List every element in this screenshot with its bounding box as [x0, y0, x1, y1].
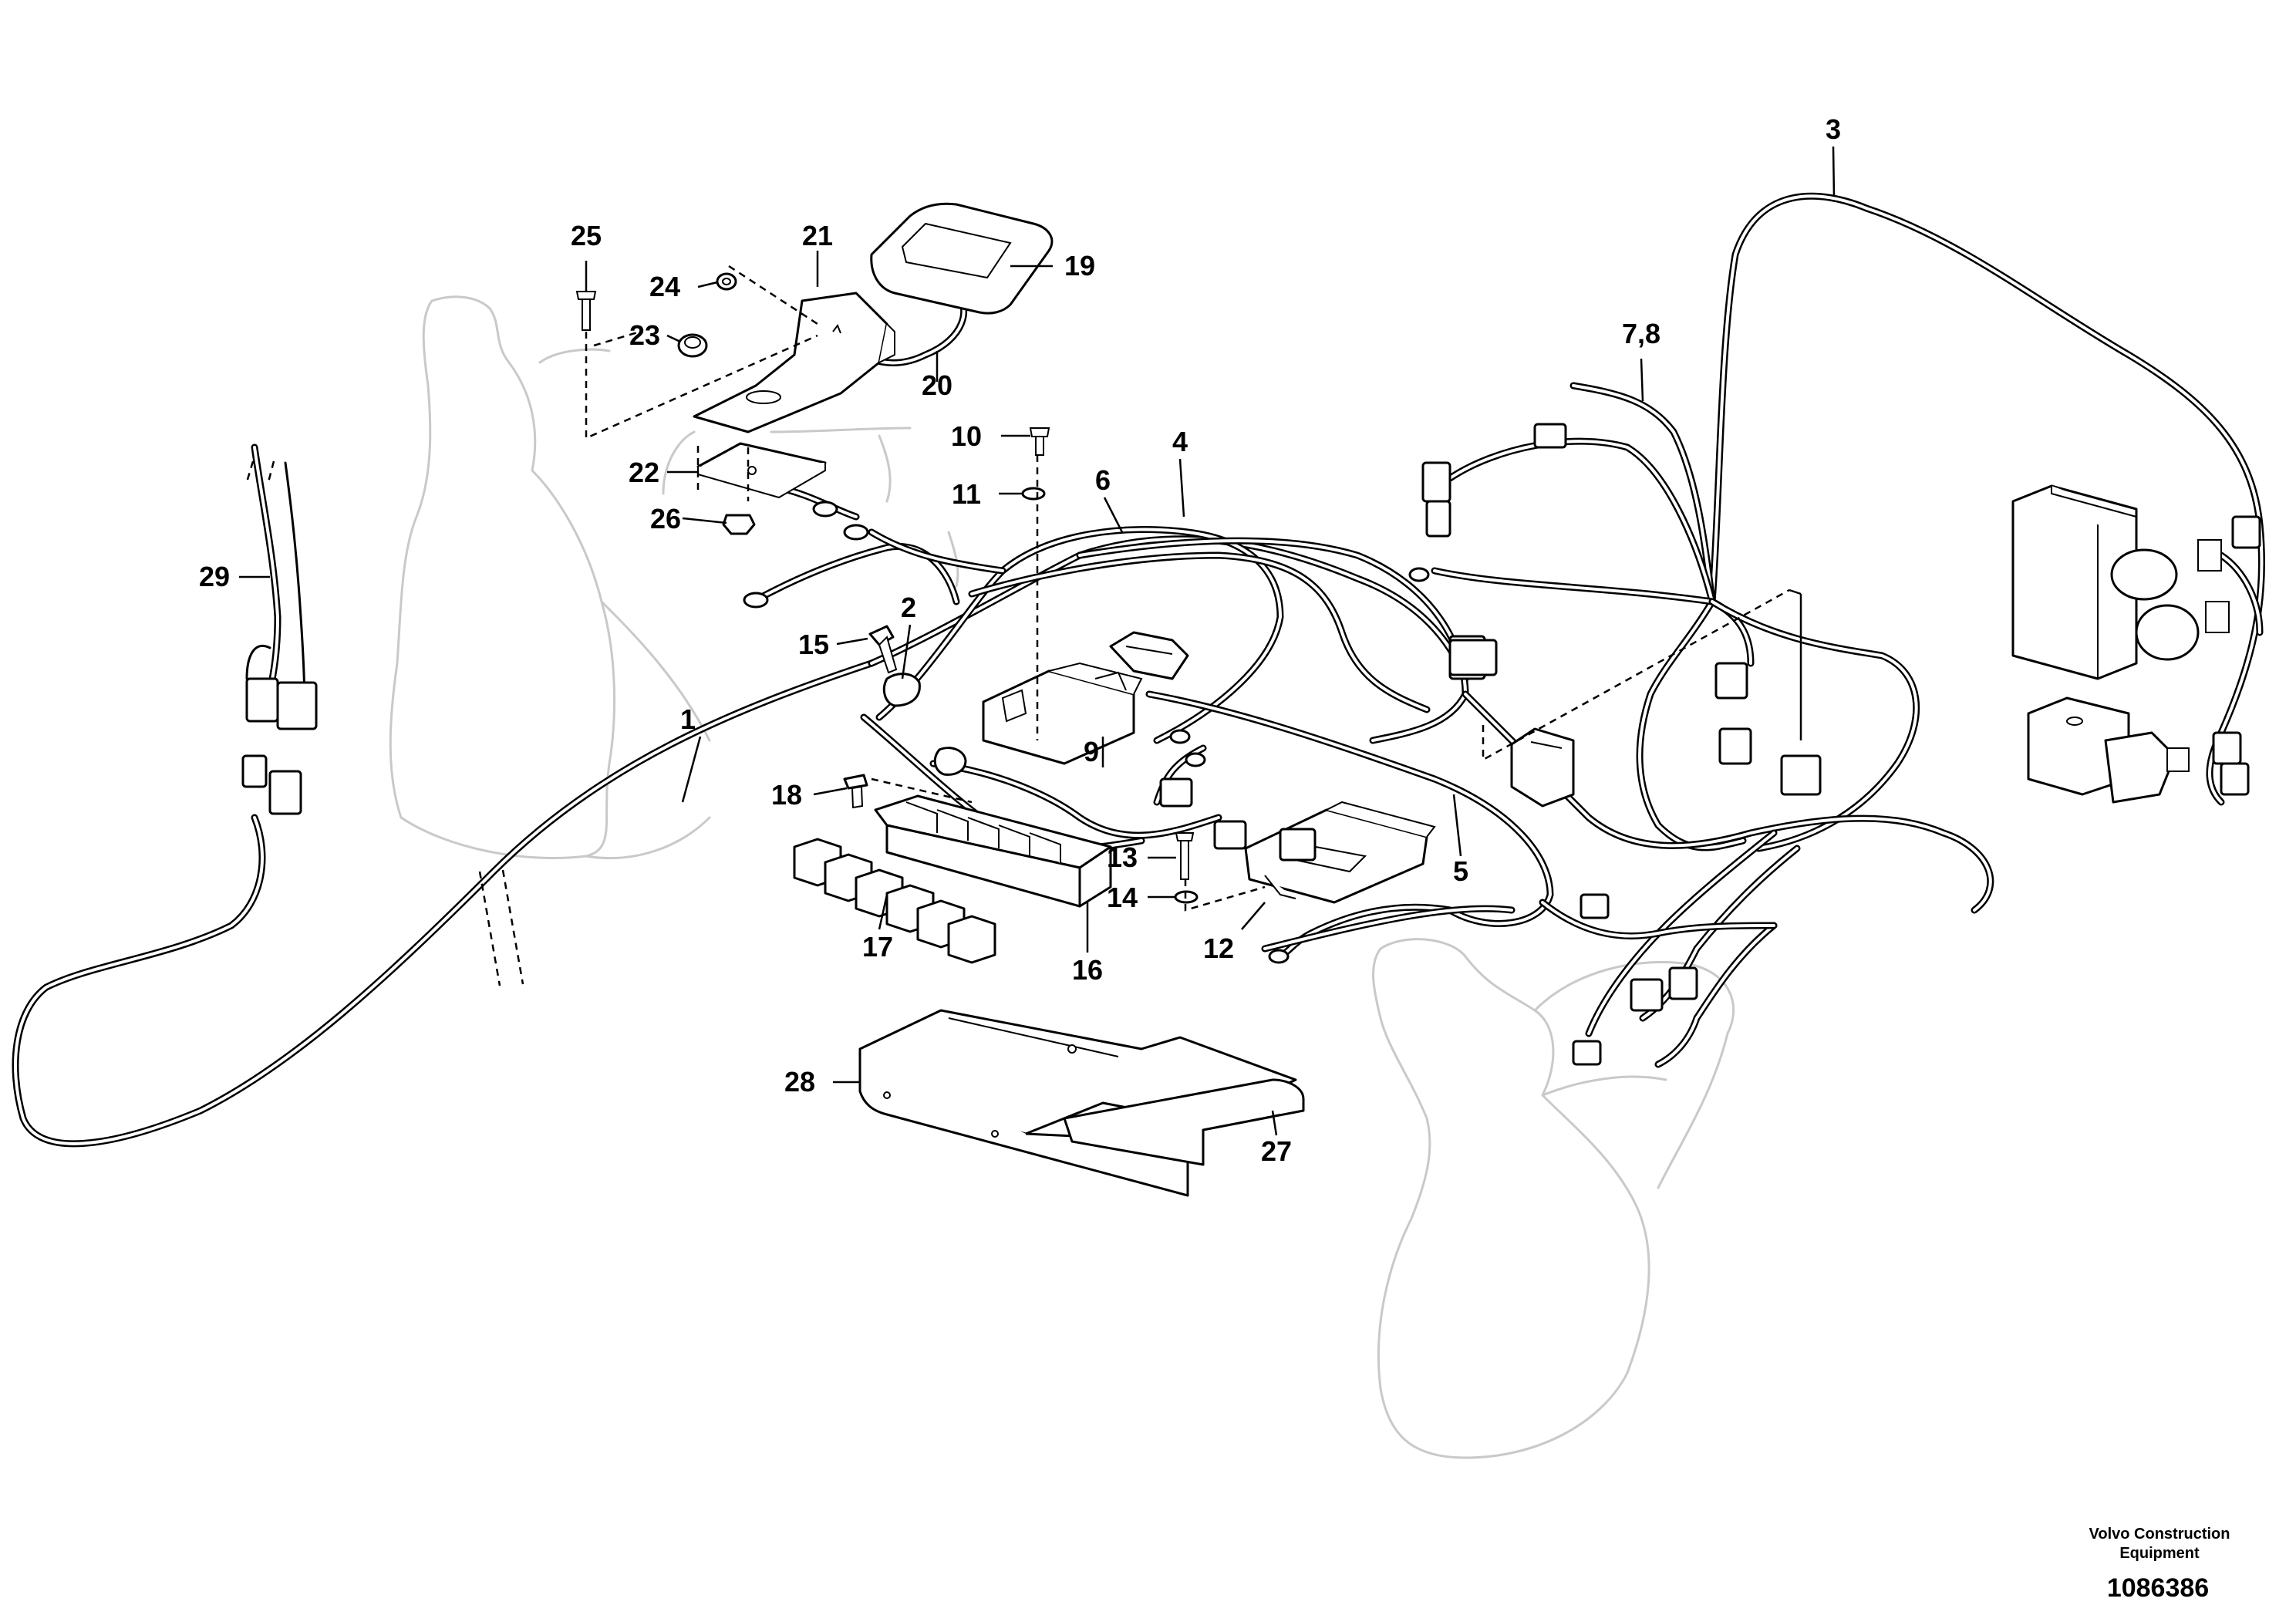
mounting-plate: [696, 442, 827, 499]
callout-22: 22: [629, 457, 659, 488]
callout-20: 20: [922, 369, 952, 401]
callout-7-8: 7,8: [1622, 318, 1660, 349]
callout-21: 21: [802, 220, 833, 251]
nut-part-23: [677, 333, 708, 358]
callout-29: 29: [199, 561, 230, 592]
callout-12: 12: [1203, 932, 1234, 964]
callout-25: 25: [571, 220, 602, 251]
right-joystick-ghost-outline: [1372, 938, 1735, 1459]
callout-9: 9: [1084, 736, 1099, 767]
support-arm-27: [1063, 1078, 1305, 1166]
misc-connectors: [743, 423, 2261, 1066]
callout-10: 10: [951, 420, 982, 452]
callout-16: 16: [1072, 954, 1103, 986]
callout-15: 15: [798, 629, 829, 660]
relays-17: [793, 838, 996, 964]
control-module-9: [982, 662, 1143, 765]
washer-part-24: [716, 272, 737, 291]
callout-27: 27: [1261, 1135, 1292, 1167]
screw-part-18: [843, 774, 868, 809]
solenoid-valve-block-upper: [2011, 484, 2230, 680]
brand-line-2: Equipment: [2119, 1545, 2200, 1562]
callout-11: 11: [952, 478, 981, 510]
callout-18: 18: [771, 779, 802, 811]
harness-wires: [12, 192, 2266, 1148]
document-number: 1086386: [2107, 1573, 2209, 1603]
callout-14: 14: [1107, 882, 1138, 913]
assembly-dash-lines: [585, 265, 1790, 912]
fuse-holder-2: [882, 673, 967, 776]
callout-19: 19: [1064, 250, 1095, 282]
solenoid-valve-block-lower: [2027, 696, 2190, 804]
callout-28: 28: [784, 1066, 815, 1098]
callout-26: 26: [650, 503, 681, 534]
callout-17: 17: [862, 931, 893, 963]
callout-24: 24: [649, 271, 680, 302]
callout-6: 6: [1095, 464, 1111, 496]
connectors-29: [241, 677, 318, 815]
relay-socket-block-16: [874, 794, 1112, 908]
cable-break-marks: [245, 460, 524, 986]
display-bracket: [693, 292, 895, 433]
controller-12: [1244, 801, 1436, 904]
module-connector: [1109, 631, 1189, 680]
callout-2: 2: [901, 592, 916, 623]
footer: Volvo Construction Equipment 1086386: [2089, 1526, 2230, 1603]
callout-13: 13: [1107, 841, 1138, 873]
rocker-switch: [1510, 727, 1575, 808]
brand-line-1: Volvo Construction: [2089, 1526, 2230, 1543]
leader-lines: [239, 146, 1836, 1136]
callout-3: 3: [1826, 113, 1841, 145]
screw-part-13: [1175, 832, 1195, 880]
left-joystick-ghost-outline: [389, 295, 959, 860]
display-unit: [870, 202, 1054, 315]
callout-23: 23: [629, 319, 660, 351]
callout-4: 4: [1172, 426, 1188, 457]
callout-5: 5: [1453, 855, 1468, 887]
callout-labels: 1 2 3 4 5 6 7,8 9 10 11 12 13 14 15 16 1…: [199, 113, 1841, 1167]
callout-1: 1: [680, 703, 696, 735]
nut-part-26: [722, 514, 756, 535]
washer-part-11: [1021, 487, 1046, 501]
screw-part-10: [1029, 427, 1050, 456]
screw-part-15: [868, 625, 898, 674]
screw-part-25: [575, 291, 597, 331]
